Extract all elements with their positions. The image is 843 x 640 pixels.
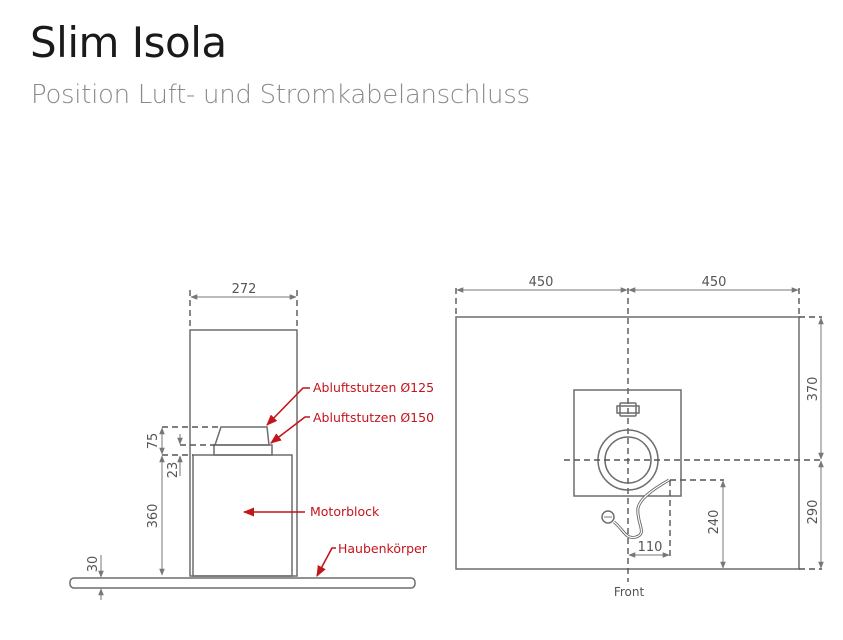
chimney xyxy=(189,329,298,577)
front-label: Front xyxy=(614,585,645,599)
page-title: Slim Isola xyxy=(30,18,227,67)
motor-plate xyxy=(573,389,682,497)
label-canopy-body: Haubenkörper xyxy=(338,541,428,556)
dim-right-450: 450 xyxy=(702,275,727,290)
dim-30: 30 xyxy=(86,556,101,573)
motor-block xyxy=(192,454,293,577)
label-outlet-125: Abluftstutzen Ø125 xyxy=(313,380,434,395)
canopy-body xyxy=(69,577,416,589)
connector-clip xyxy=(616,405,640,414)
outlet-150 xyxy=(213,444,273,456)
dim-left-450: 450 xyxy=(529,275,554,290)
label-motor-block: Motorblock xyxy=(310,504,380,519)
width-dimension: 272 xyxy=(232,282,257,297)
page-subtitle: Position Luft- und Stromkabelanschluss xyxy=(31,80,530,110)
top-view: 450 450 370 290 240 110 Front xyxy=(455,275,824,599)
power-plug-icon xyxy=(601,510,615,524)
dim-240: 240 xyxy=(707,510,722,535)
dim-75: 75 xyxy=(146,433,161,450)
connector-icon xyxy=(619,402,637,417)
dim-360: 360 xyxy=(146,504,161,529)
dim-290: 290 xyxy=(806,500,821,525)
side-view: 272 75 23 360 30 Abluftstutzen Ø125 Ablu… xyxy=(69,282,434,600)
label-outlet-150: Abluftstutzen Ø150 xyxy=(313,410,434,425)
dim-23: 23 xyxy=(166,462,181,479)
dim-110: 110 xyxy=(638,540,663,555)
dim-370: 370 xyxy=(806,377,821,402)
outlet-125 xyxy=(213,426,270,446)
